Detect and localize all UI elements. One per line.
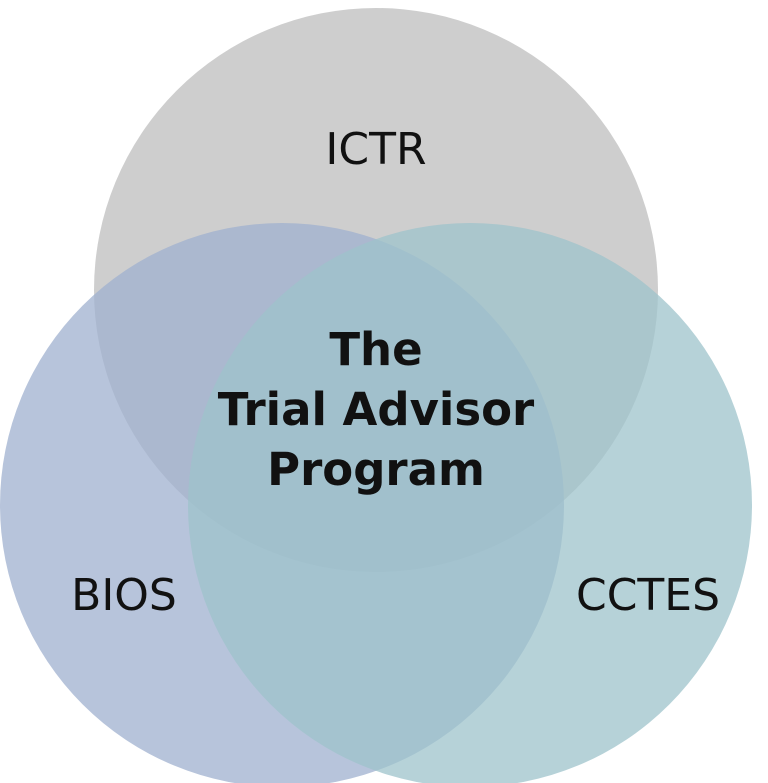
bios-label: BIOS — [71, 570, 177, 621]
center-title-line-1: The — [329, 323, 423, 376]
center-title-line-2: Trial Advisor — [217, 383, 535, 436]
center-title-line-3: Program — [267, 443, 485, 496]
center-title: The Trial Advisor Program — [218, 320, 535, 500]
cctes-label: CCTES — [575, 570, 721, 621]
cctes-circle — [188, 223, 752, 783]
ictr-label: ICTR — [325, 124, 427, 175]
